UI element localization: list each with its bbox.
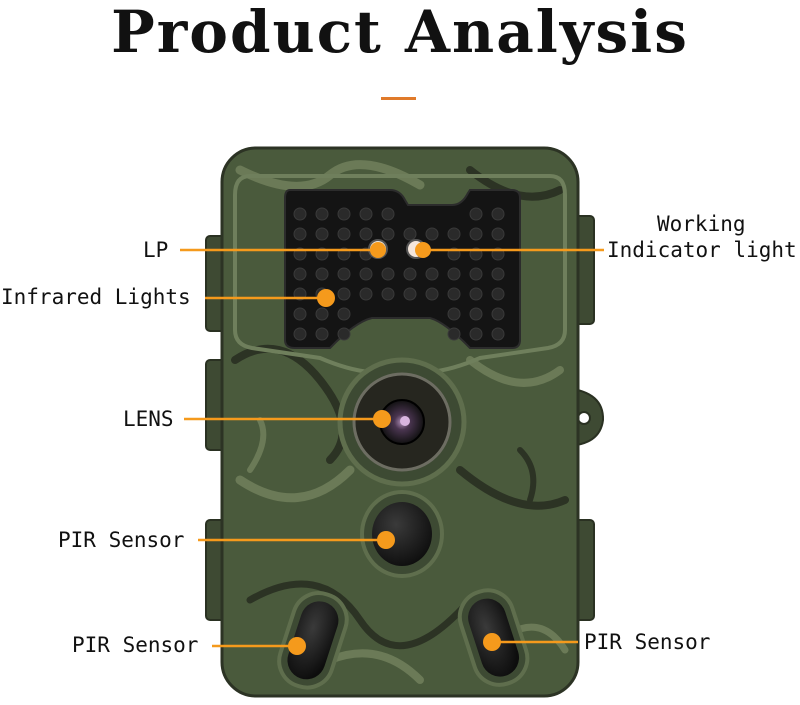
ir-led <box>491 207 505 221</box>
ir-led <box>447 327 461 341</box>
ir-led <box>425 267 439 281</box>
label-pir-sensor-center: PIR Sensor <box>58 528 185 552</box>
ir-led <box>491 227 505 241</box>
ir-led <box>337 227 351 241</box>
ir-led <box>315 307 329 321</box>
ir-led <box>293 207 307 221</box>
ir-led <box>293 327 307 341</box>
ir-led <box>359 267 373 281</box>
ir-led <box>315 227 329 241</box>
ir-led <box>491 267 505 281</box>
pir-sensor-center <box>372 502 432 566</box>
ir-led <box>403 227 417 241</box>
pir-sensor-left <box>287 601 339 680</box>
ir-led <box>381 207 395 221</box>
ir-led <box>469 327 483 341</box>
ir-led <box>293 267 307 281</box>
ir-led <box>469 267 483 281</box>
callout-lines <box>180 248 604 648</box>
ir-led <box>293 307 307 321</box>
ir-led <box>337 287 351 301</box>
ir-led <box>337 327 351 341</box>
ir-led <box>447 227 461 241</box>
ir-led <box>447 267 461 281</box>
ir-led <box>337 267 351 281</box>
ir-led <box>469 307 483 321</box>
label-lens: LENS <box>123 407 174 431</box>
ir-led <box>469 287 483 301</box>
callout-markers <box>288 242 501 655</box>
ir-led <box>447 307 461 321</box>
ir-led <box>403 287 417 301</box>
ir-led <box>491 307 505 321</box>
infrared-led-array <box>293 207 505 341</box>
ir-led <box>381 267 395 281</box>
ir-led <box>337 307 351 321</box>
ir-led <box>381 287 395 301</box>
ir-led <box>447 287 461 301</box>
label-lp: LP <box>143 238 169 262</box>
ir-led <box>293 227 307 241</box>
ir-led <box>381 227 395 241</box>
label-indicator-light: Indicator light <box>607 238 797 262</box>
ir-led <box>425 287 439 301</box>
ir-led <box>359 227 373 241</box>
ir-led <box>491 327 505 341</box>
label-infrared-lights: Infrared Lights <box>1 285 191 309</box>
ir-led <box>469 227 483 241</box>
title-underline <box>381 97 416 100</box>
ir-led <box>359 287 373 301</box>
label-pir-sensor-right: PIR Sensor <box>584 630 711 654</box>
ir-led <box>315 207 329 221</box>
ir-led <box>315 267 329 281</box>
ir-led <box>469 207 483 221</box>
ir-led <box>425 227 439 241</box>
page-title: Product Analysis <box>111 0 689 66</box>
label-pir-sensor-left: PIR Sensor <box>72 633 199 657</box>
ir-led <box>337 207 351 221</box>
ir-led <box>403 267 417 281</box>
label-working: Working <box>657 212 746 236</box>
ir-led <box>359 207 373 221</box>
ir-led <box>315 327 329 341</box>
ir-led <box>491 287 505 301</box>
